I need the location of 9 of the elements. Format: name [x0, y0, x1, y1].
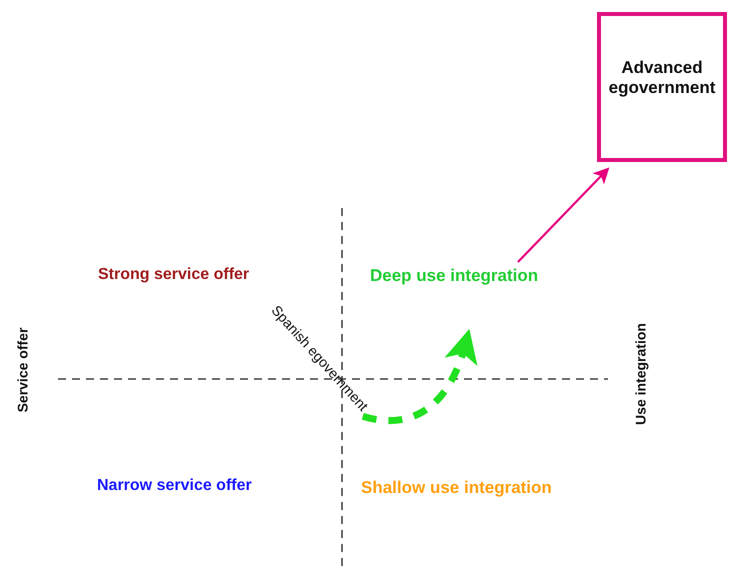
axis-title: Service offer	[14, 326, 30, 414]
quadrant-label: Shallow use integration	[361, 478, 552, 498]
arrow	[517, 167, 610, 263]
goal-box: Advanced egovernment	[597, 12, 727, 162]
quadrant-label: Deep use integration	[370, 266, 538, 286]
axis-title: Use integration	[632, 322, 648, 427]
quadrant-label: Strong service offer	[98, 266, 250, 284]
quadrant-label: Narrow service offer	[97, 477, 252, 495]
arrow	[362, 329, 476, 424]
